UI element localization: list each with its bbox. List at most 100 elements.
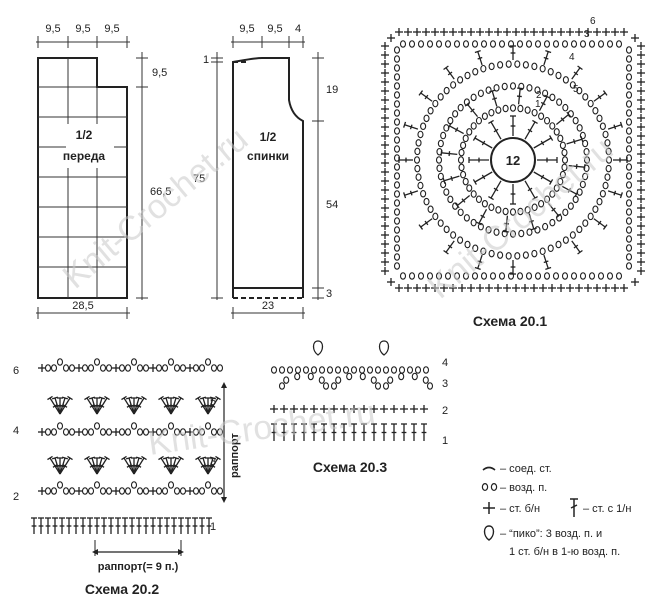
single-crochet-mark — [350, 405, 358, 413]
chain-stitch-mark — [516, 40, 524, 48]
chain-stitch-mark — [470, 218, 477, 227]
chain-stitch-mark — [130, 422, 138, 430]
double-crochet-mark — [170, 395, 184, 415]
chain-stitch-mark — [393, 172, 401, 180]
double-crochet-mark — [538, 94, 551, 111]
dc-top — [141, 395, 147, 401]
double-crochet-mark — [96, 455, 110, 475]
double-crochet-mark — [94, 517, 100, 534]
chain-stitch-mark — [393, 91, 401, 99]
chain-stitch-mark — [509, 208, 517, 216]
single-crochet-mark — [503, 28, 511, 36]
double-crochet-mark — [331, 423, 337, 441]
chain-stitch-mark — [549, 190, 556, 198]
chain-stitch-mark — [56, 422, 64, 430]
chain-stitch-mark — [625, 64, 633, 72]
chain-stitch-mark — [605, 156, 613, 164]
dc-cross — [540, 174, 545, 180]
single-crochet-mark — [620, 28, 628, 36]
dc-top — [98, 396, 106, 400]
chain-stitch-mark — [435, 156, 443, 164]
single-crochet-mark — [387, 278, 395, 286]
chain-stitch-mark — [592, 205, 599, 213]
double-crochet-mark — [195, 455, 209, 475]
double-crochet-mark — [403, 190, 419, 199]
single-crochet-mark — [186, 428, 194, 436]
dc-cross — [173, 464, 179, 468]
chain-stitch-mark — [417, 40, 425, 48]
double-crochet-mark — [502, 215, 510, 233]
chain-stitch-mark — [56, 358, 64, 366]
single-crochet-mark — [637, 60, 645, 68]
chain-stitch-mark — [481, 199, 488, 208]
chain-stitch-mark — [466, 184, 473, 192]
chain-stitch-mark — [470, 190, 477, 198]
single-crochet-mark — [458, 284, 466, 292]
chain-stitch-mark — [136, 487, 144, 495]
slip-stitch-icon — [482, 466, 496, 471]
chain-stitch-mark — [458, 148, 465, 157]
chain-stitch-mark — [105, 364, 113, 372]
chain-stitch-mark — [210, 428, 218, 436]
chain-stitch-mark — [458, 163, 465, 172]
double-crochet-mark — [133, 395, 147, 415]
double-crochet-mark — [442, 175, 460, 184]
double-crochet-mark — [447, 122, 464, 135]
front-dim-top-2: 9,5 — [75, 23, 90, 35]
chain-stitch-mark — [547, 244, 554, 253]
chain-stitch-mark — [489, 272, 497, 280]
legend: – соед. ст. – возд. п. – ст. б/н – ст. с… — [481, 463, 631, 558]
dc-top — [474, 50, 481, 54]
chain-stitch-mark — [625, 73, 633, 81]
chain-stitch-mark — [480, 272, 488, 280]
chain-stitch-mark — [599, 122, 606, 131]
dc-top — [619, 121, 623, 128]
chain-stitch-mark — [408, 40, 416, 48]
single-crochet-mark — [390, 405, 398, 413]
chain-stitch-mark — [498, 272, 506, 280]
chain-stitch-mark — [509, 82, 517, 90]
chain-stitch-mark — [596, 197, 603, 206]
single-crochet-mark — [381, 78, 389, 86]
chain-stitch-mark — [318, 376, 325, 384]
single-crochet-mark — [381, 114, 389, 122]
dc-cross — [613, 190, 617, 196]
s202-repeat-vertical: раппорт — [229, 433, 241, 478]
chain-stitch-mark — [210, 487, 218, 495]
chain-stitch-mark — [450, 81, 457, 89]
single-crochet-mark — [637, 141, 645, 149]
chain-stitch-mark — [579, 131, 586, 140]
chain-stitch-mark — [605, 164, 612, 173]
motif-round-2: 2 — [536, 90, 542, 101]
single-crochet-mark — [420, 405, 428, 413]
chain-stitch-mark — [87, 487, 95, 495]
chain-stitch-mark — [443, 188, 450, 196]
chain-stitch-mark — [514, 60, 521, 68]
double-crochet-mark — [361, 423, 367, 441]
chain-stitch-mark — [374, 382, 382, 390]
dc-top — [475, 221, 482, 226]
double-crochet-mark — [371, 423, 377, 441]
chain-stitch-mark — [124, 487, 132, 495]
chain-stitch-mark — [569, 81, 576, 89]
chain-stitch-mark — [475, 195, 482, 204]
chain-stitch-mark — [472, 67, 479, 76]
dc-cross — [572, 139, 576, 145]
dc-cross — [477, 260, 483, 264]
double-crochet-mark — [607, 190, 623, 199]
chain-stitch-mark — [447, 195, 454, 204]
dc-cross — [89, 464, 95, 468]
chain-stitch-mark — [393, 181, 401, 189]
chain-stitch-mark — [118, 428, 126, 436]
chain-stitch-mark — [606, 272, 614, 280]
dc-top — [443, 249, 449, 255]
chain-stitch-mark — [198, 428, 206, 436]
single-crochet-mark — [290, 405, 298, 413]
chain-stitch-mark — [625, 136, 633, 144]
chain-stitch-mark — [210, 364, 218, 372]
double-crochet-mark — [101, 517, 107, 534]
chain-stitch-mark — [173, 364, 181, 372]
scheme-20-3-title: Схема 20.3 — [313, 459, 387, 475]
dc-top — [555, 213, 562, 219]
chain-stitch-mark — [481, 112, 488, 121]
